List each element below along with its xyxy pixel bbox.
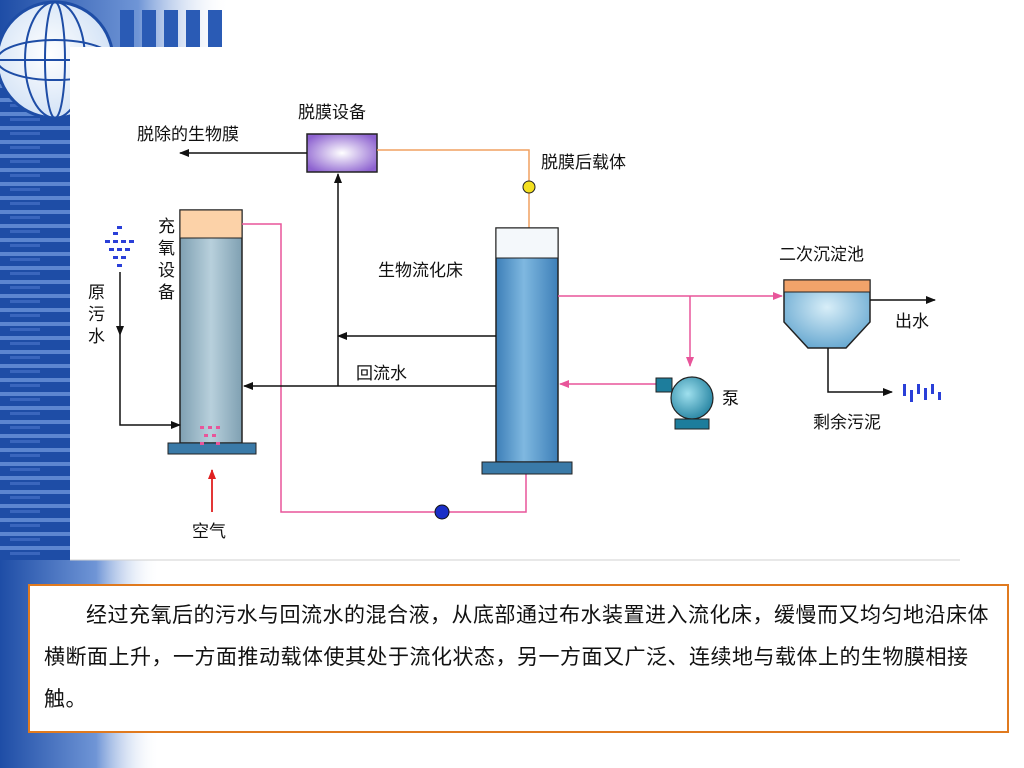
excess-sludge-drops-icon	[903, 384, 941, 402]
fluidized-bed-headspace	[495, 227, 559, 259]
secondary-clarifier-top	[783, 279, 871, 293]
label-demembrane-device: 脱膜设备	[298, 103, 366, 123]
oxygenated-water-line	[242, 223, 530, 513]
label-excess-sludge: 剩余污泥	[813, 413, 881, 433]
oxygenation-tank-top	[179, 209, 243, 239]
raw-sewage-drops-icon	[105, 226, 134, 267]
oxygenation-tank	[179, 209, 243, 444]
caption-box: 经过充氧后的污水与回流水的混合液，从底部通过布水装置进入流化床，缓慢而又均匀地沿…	[28, 584, 1009, 733]
banner-blocks	[120, 10, 222, 56]
excess-sludge-arrow	[827, 348, 893, 396]
label-secondary-clarifier: 二次沉淀池	[779, 245, 864, 265]
label-pump: 泵	[722, 389, 739, 409]
air-bubbles-icon	[200, 426, 220, 445]
label-air: 空气	[192, 522, 226, 542]
carrier-return-line	[377, 149, 533, 253]
label-oxygenation-device: 充氧设备	[158, 217, 175, 303]
flow-valve-icon	[434, 504, 450, 520]
pump-icon	[655, 376, 714, 430]
carrier-valve-icon	[522, 180, 536, 194]
fluidized-bed-tank	[495, 227, 559, 463]
demembrane-device	[306, 133, 378, 173]
label-raw-sewage: 原污水	[88, 283, 105, 347]
label-carrier-after-demembrane: 脱膜后载体	[541, 153, 626, 173]
fluidized-bed-base	[481, 461, 573, 475]
label-effluent: 出水	[895, 312, 929, 332]
label-return-water: 回流水	[356, 364, 407, 384]
label-fluidized-bed: 生物流化床	[378, 261, 463, 281]
raw-sewage-inflow-arrow	[119, 335, 181, 429]
label-removed-biofilm: 脱除的生物膜	[137, 125, 239, 145]
caption-text: 经过充氧后的污水与回流水的混合液，从底部通过布水装置进入流化床，缓慢而又均匀地沿…	[44, 603, 989, 711]
oxygenation-tank-base	[167, 442, 257, 455]
